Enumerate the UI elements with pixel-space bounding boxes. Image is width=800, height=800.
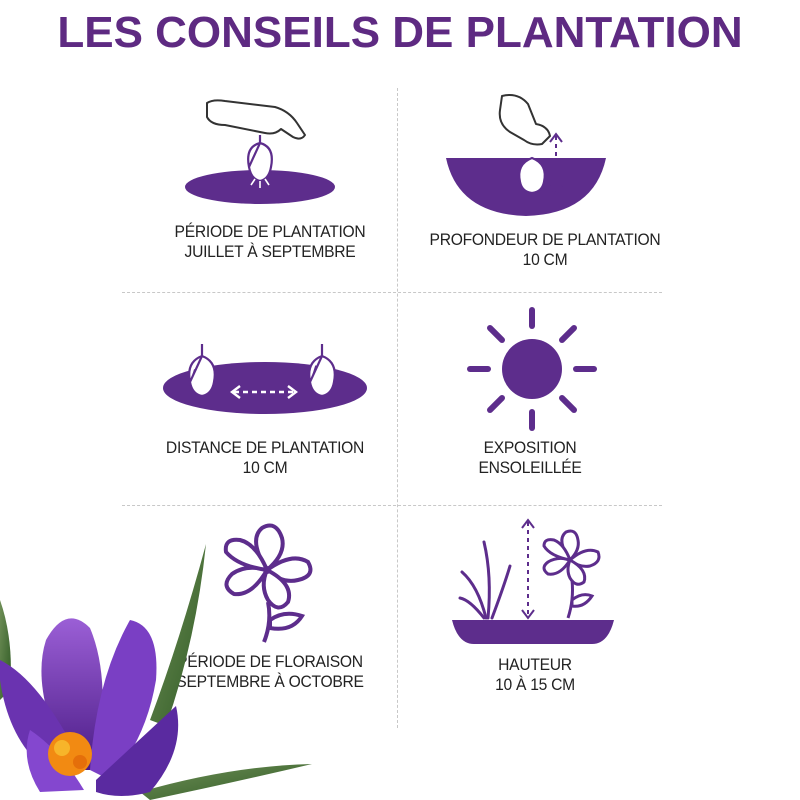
tip-planting-period-caption: PÉRIODE DE PLANTATION JUILLET À SEPTEMBR… xyxy=(132,222,408,262)
tip-value: SEPTEMBRE À OCTOBRE xyxy=(176,672,364,691)
tip-flowering-period-caption: PÉRIODE DE FLORAISON SEPTEMBRE À OCTOBRE xyxy=(123,652,417,692)
tip-value: 10 CM xyxy=(242,458,288,477)
sun-icon xyxy=(467,307,597,431)
tip-height-caption: HAUTEUR 10 À 15 CM xyxy=(402,655,669,695)
grid-divider-vertical xyxy=(397,88,398,728)
tip-value: ENSOLEILLÉE xyxy=(478,458,582,477)
flower-icon xyxy=(223,523,313,643)
hand-bulb-soil-icon xyxy=(185,99,335,204)
tip-label: PÉRIODE DE PLANTATION xyxy=(174,222,366,241)
tip-label: PROFONDEUR DE PLANTATION xyxy=(429,230,661,249)
tip-value: 10 CM xyxy=(522,250,568,269)
tip-exposure-caption: EXPOSITION ENSOLEILLÉE xyxy=(392,438,668,478)
plant-height-icon xyxy=(452,518,614,644)
tip-value: 10 À 15 CM xyxy=(495,675,575,694)
page-title: LES CONSEILS DE PLANTATION xyxy=(57,8,743,57)
crocus-flower-image xyxy=(0,544,312,800)
tip-label: HAUTEUR xyxy=(498,655,572,674)
tip-label: DISTANCE DE PLANTATION xyxy=(165,438,365,457)
tip-value: JUILLET À SEPTEMBRE xyxy=(184,242,356,261)
tip-planting-distance-caption: DISTANCE DE PLANTATION 10 CM xyxy=(122,438,407,478)
tip-label: PÉRIODE DE FLORAISON xyxy=(177,652,363,671)
grid-divider-horizontal-2 xyxy=(122,505,662,506)
planting-depth-icon xyxy=(446,94,606,216)
tip-planting-depth-caption: PROFONDEUR DE PLANTATION 10 CM xyxy=(393,230,697,270)
bulb-spacing-icon xyxy=(163,344,367,414)
tip-label: EXPOSITION xyxy=(483,438,577,457)
grid-divider-horizontal-1 xyxy=(122,292,662,293)
